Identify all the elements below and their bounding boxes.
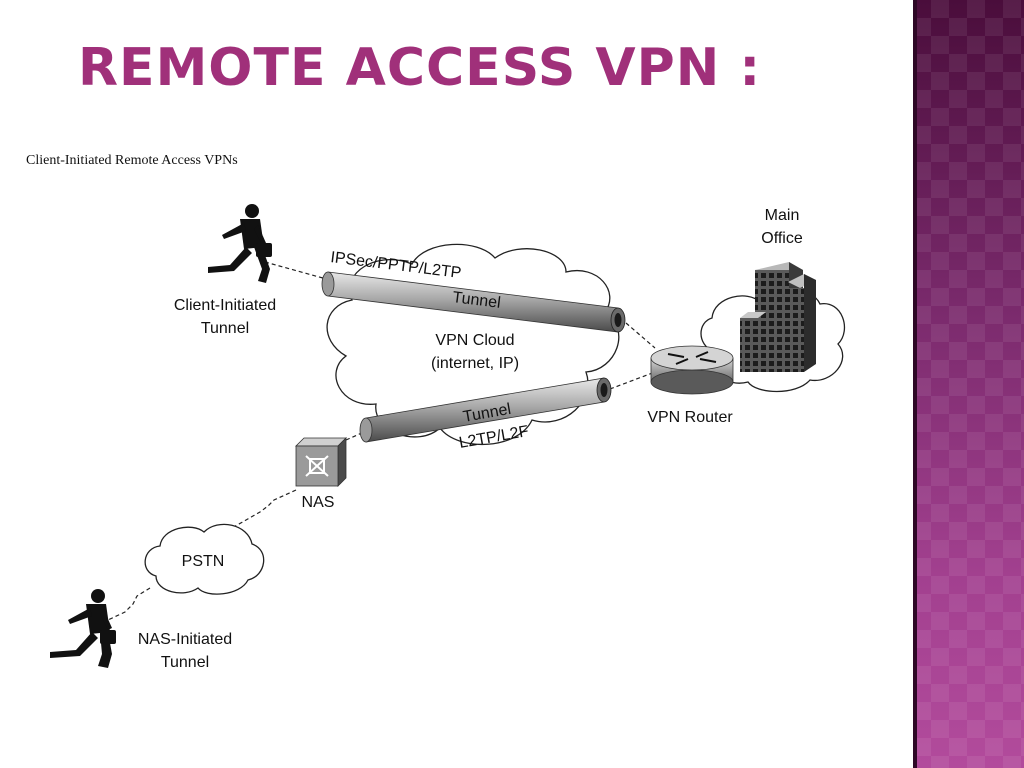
office-building-icon	[740, 262, 816, 372]
vpn-diagram: Client-Initiated Remote Access VPNs VPN …	[26, 153, 846, 671]
slide-title: REMOTE ACCESS VPN :	[78, 38, 762, 98]
pstn-cloud	[144, 523, 265, 595]
decorative-sidebar	[913, 0, 1024, 768]
nas-label: NAS	[302, 494, 335, 511]
vpn-router-label: VPN Router	[647, 409, 733, 426]
diagram-caption: Client-Initiated Remote Access VPNs	[26, 153, 238, 168]
main-office-label-line2: Office	[761, 230, 803, 247]
top-tunnel-pipe	[321, 271, 626, 333]
nas-tunnel-label-line1: NAS-Initiated	[138, 631, 232, 648]
client-tunnel-label-line1: Client-Initiated	[174, 297, 276, 314]
nas-icon	[295, 437, 347, 487]
bottom-tunnel-pipe	[359, 377, 612, 443]
mobile-user-icon	[208, 204, 272, 283]
main-office-label-line1: Main	[765, 207, 800, 224]
top-tunnel-label: Tunnel	[452, 289, 502, 312]
nas-tunnel-label-line2: Tunnel	[161, 654, 209, 671]
pstn-label: PSTN	[182, 553, 225, 570]
vpn-router-icon	[650, 345, 734, 395]
cloud-label-line1: VPN Cloud	[435, 332, 514, 349]
client-tunnel-label-line2: Tunnel	[201, 320, 249, 337]
cloud-label-line2: (internet, IP)	[431, 355, 519, 372]
nas-user-icon	[50, 589, 116, 668]
